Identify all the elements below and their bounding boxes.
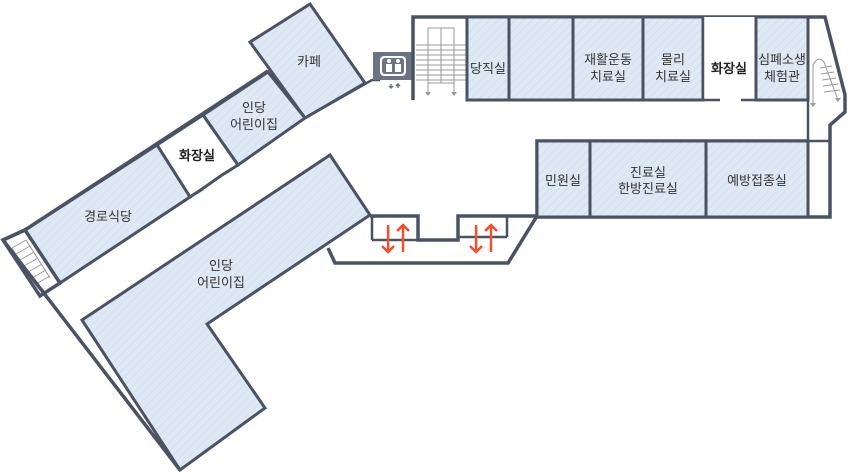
label-vaccination: 예방접종실	[727, 173, 787, 188]
label-senior-cafeteria: 경로식당	[84, 209, 132, 224]
label-physio: 물리	[661, 52, 685, 67]
room-physio[interactable]	[641, 15, 705, 102]
room-cpr[interactable]	[754, 15, 810, 102]
room-clinic[interactable]	[588, 139, 708, 219]
room-restroom-right[interactable]	[701, 17, 756, 102]
room-vaccination[interactable]	[704, 139, 810, 219]
label-restroom-right: 화장실	[711, 61, 747, 76]
label-clinic: 진료실	[630, 165, 666, 180]
arrow-icon	[810, 98, 841, 107]
wall	[326, 215, 539, 265]
wall	[221, 167, 233, 177]
label-daycare-lower: 인당	[209, 258, 233, 273]
stairs-icon	[416, 27, 466, 96]
label-physio: 치료실	[655, 69, 691, 84]
label-daycare-upper: 인당	[242, 100, 266, 115]
label-rehab: 치료실	[590, 69, 626, 84]
elevator-icon[interactable]	[373, 52, 413, 90]
room-night-duty[interactable]	[465, 15, 511, 102]
label-rehab: 재활운동	[584, 52, 632, 67]
label-daycare-upper: 어린이집	[230, 117, 278, 132]
stairs-icon	[812, 58, 841, 104]
room-unlabeled[interactable]	[507, 15, 575, 102]
label-restroom-left: 화장실	[179, 148, 215, 163]
escalator-icon	[381, 223, 410, 254]
wall	[1, 238, 182, 472]
wall	[370, 214, 537, 242]
label-cpr: 체험관	[764, 69, 800, 84]
label-civil-affairs: 민원실	[545, 173, 581, 188]
label-daycare-lower: 어린이집	[197, 275, 245, 290]
room-rehab[interactable]	[571, 15, 645, 102]
label-night-duty: 당직실	[470, 61, 506, 76]
label-clinic: 한방진료실	[618, 181, 678, 196]
escalator-icon	[469, 223, 498, 254]
label-cafe: 카페	[297, 54, 321, 69]
label-cpr: 심폐소생	[758, 52, 806, 67]
wall	[189, 187, 204, 199]
stairs-icon	[0, 227, 63, 299]
